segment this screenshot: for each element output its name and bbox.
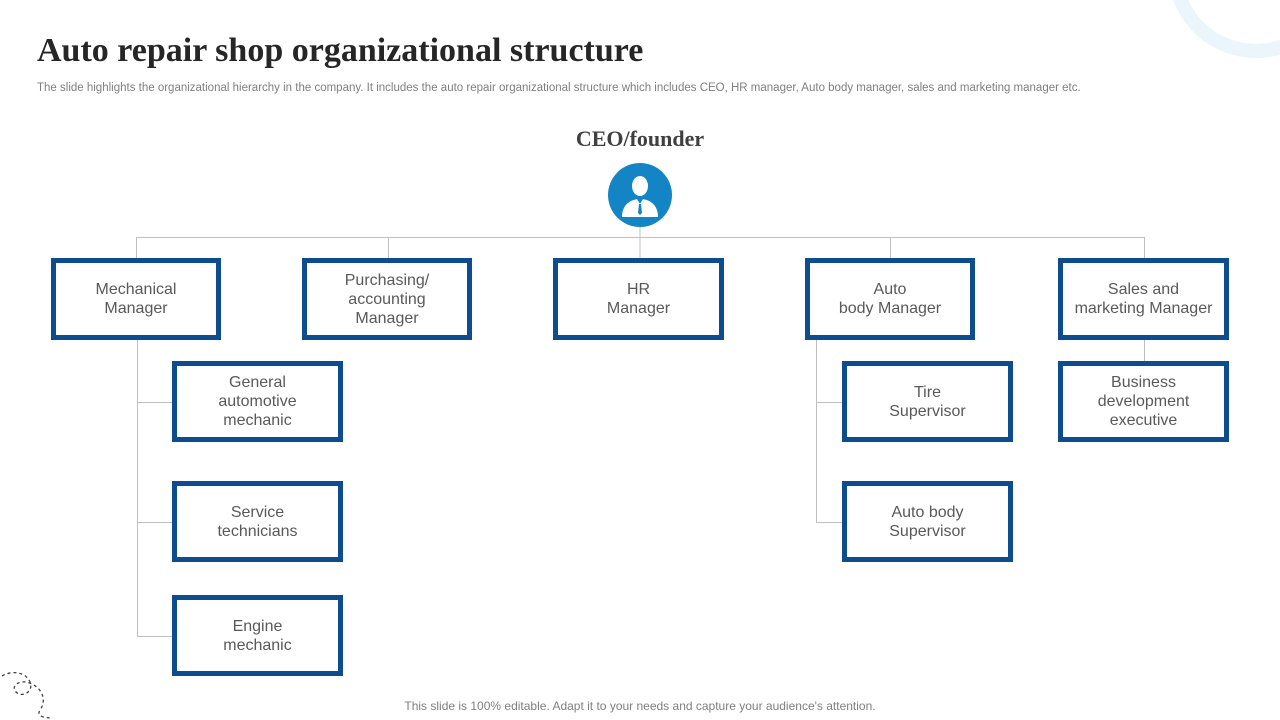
org-box-label: Mechanical Manager: [95, 281, 177, 317]
org-box-service-technicians: Service technicians: [172, 481, 343, 562]
org-box-label: Purchasing/ accounting Manager: [344, 271, 430, 327]
org-box-label: Tire Supervisor: [889, 383, 966, 420]
org-box-label: Auto body Supervisor: [889, 503, 966, 540]
ceo-label: CEO/founder: [575, 126, 705, 151]
org-box-label: Engine mechanic: [223, 617, 292, 654]
org-box-label: Business development executive: [1097, 374, 1190, 429]
org-box-label: Auto body Manager: [838, 281, 942, 317]
org-box-engine-mechanic: Engine mechanic: [172, 595, 343, 676]
org-box-general-automotive-mechanic: General automotive mechanic: [172, 361, 343, 442]
org-box-mechanical-manager: Mechanical Manager: [51, 258, 221, 340]
org-box-business-development-executive: Business development executive: [1058, 361, 1229, 442]
org-box-label: Service technicians: [217, 503, 298, 540]
user-avatar-icon: [622, 176, 658, 217]
org-box-label: Sales and marketing Manager: [1074, 281, 1213, 317]
org-box-auto-body-supervisor: Auto body Supervisor: [842, 481, 1013, 562]
page-subtitle: The slide highlights the organizational …: [37, 82, 1081, 94]
org-box-label: General automotive mechanic: [218, 374, 297, 429]
decorative-swirl-icon: [1, 671, 53, 719]
org-box-auto-body-manager: Auto body Manager: [805, 258, 975, 340]
org-box-purchasing-manager: Purchasing/ accounting Manager: [302, 258, 472, 340]
org-box-label: HR Manager: [606, 281, 671, 317]
org-box-tire-supervisor: Tire Supervisor: [842, 361, 1013, 442]
org-box-hr-manager: HR Manager: [553, 258, 724, 340]
ceo-avatar: [608, 163, 672, 227]
footer-note: This slide is 100% editable. Adapt it to…: [404, 699, 876, 713]
page-title: Auto repair shop organizational structur…: [37, 32, 644, 69]
org-box-sales-marketing-manager: Sales and marketing Manager: [1058, 258, 1229, 340]
